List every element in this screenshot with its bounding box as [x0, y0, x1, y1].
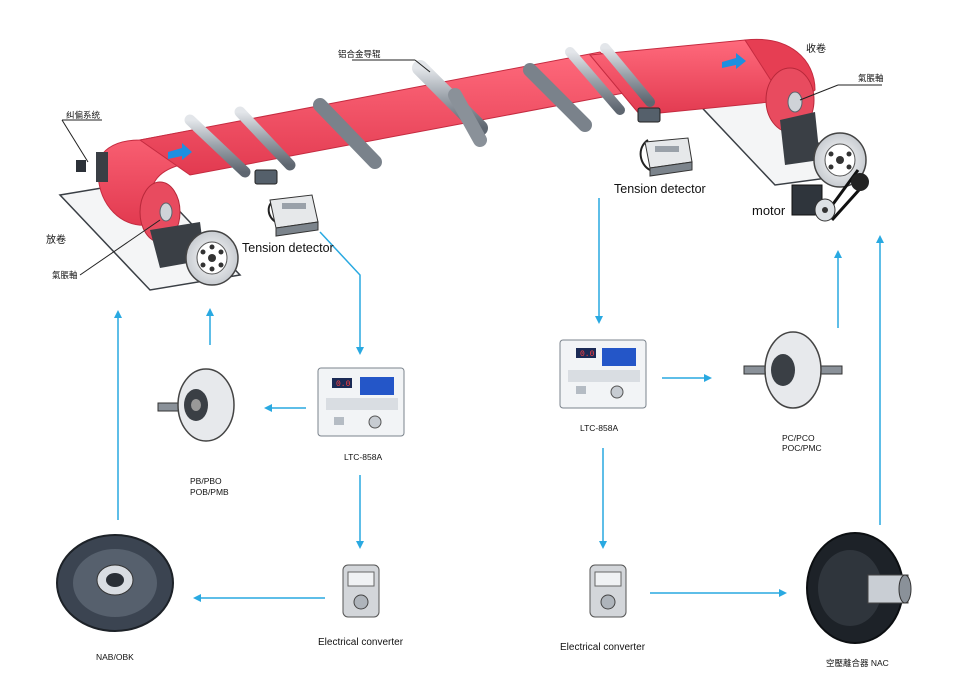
tension-detector-left-device — [267, 194, 319, 237]
label-clutch-line2: POC/PMC — [782, 443, 822, 453]
web-flow-arrow-right — [722, 53, 746, 69]
label-air-shaft-right: 氣脹軸 — [858, 73, 884, 83]
magnetic-powder-clutch — [743, 331, 843, 409]
label-tension-detector-right: Tension detector — [614, 182, 706, 196]
label-converter-right: Electrical converter — [560, 642, 646, 653]
web-tension-sensor-left — [254, 169, 278, 185]
leader-lines — [61, 59, 882, 276]
electrical-converter-right-device — [589, 564, 627, 618]
idler-roller-lower-2 — [448, 88, 487, 147]
rewind-clutch-disc — [813, 132, 867, 188]
label-pneumatic-brake: NAB/OBK — [96, 652, 134, 662]
unwind-brake-disc — [185, 230, 239, 286]
pneumatic-clutch-device — [806, 532, 912, 644]
tension-detector-right-device — [639, 137, 693, 177]
svg-text:0.0: 0.0 — [336, 380, 351, 389]
controller-right-display — [576, 348, 596, 358]
guide-roller-4 — [600, 43, 655, 107]
label-pneumatic-clutch: 空壓離合器 NAC — [826, 658, 889, 668]
guide-roller-3 — [565, 47, 625, 115]
rewind-roll — [765, 67, 820, 165]
guide-roller-2 — [234, 106, 296, 171]
edge-guide-sensor — [76, 152, 108, 182]
rewind-frame — [780, 112, 820, 165]
idler-roller-right-1 — [523, 63, 592, 132]
label-controller-left: LTC-858A — [344, 452, 383, 462]
web-flow-arrow-left — [168, 143, 192, 160]
label-brake-line2: POB/PMB — [190, 487, 229, 497]
signal-arrows — [114, 198, 884, 602]
label-converter-left: Electrical converter — [318, 637, 404, 648]
web-tension-sensor-right — [637, 107, 661, 123]
motor-body — [791, 184, 836, 222]
label-aluminum-guide-roller: 铝合金导辊 — [338, 49, 381, 59]
label-controller-right: LTC-858A — [580, 423, 619, 433]
magnetic-powder-brake — [157, 368, 235, 442]
svg-text:0.0: 0.0 — [580, 350, 595, 359]
label-air-shaft-left: 氣脹軸 — [52, 270, 78, 280]
controller-left-display — [332, 378, 352, 388]
label-unwind: 放卷 — [46, 235, 66, 246]
label-tension-detector-left: Tension detector — [242, 241, 334, 255]
label-rewind: 收卷 — [806, 44, 826, 55]
idler-roller-lower-1 — [313, 98, 382, 169]
controller-right-device: 0.0 — [559, 339, 647, 409]
label-brake-line1: PB/PBO — [190, 476, 222, 486]
label-edge-guide-system: 纠偏系统 — [66, 110, 101, 120]
label-motor: motor — [752, 203, 786, 218]
electrical-converter-left-device — [342, 564, 380, 618]
pneumatic-brake-device — [56, 534, 174, 632]
arrow-detector-to-controller-left — [319, 231, 364, 355]
controller-left-device: 0.0 — [317, 367, 405, 437]
guide-roller-1 — [184, 114, 251, 178]
label-clutch-line1: PC/PCO — [782, 433, 815, 443]
